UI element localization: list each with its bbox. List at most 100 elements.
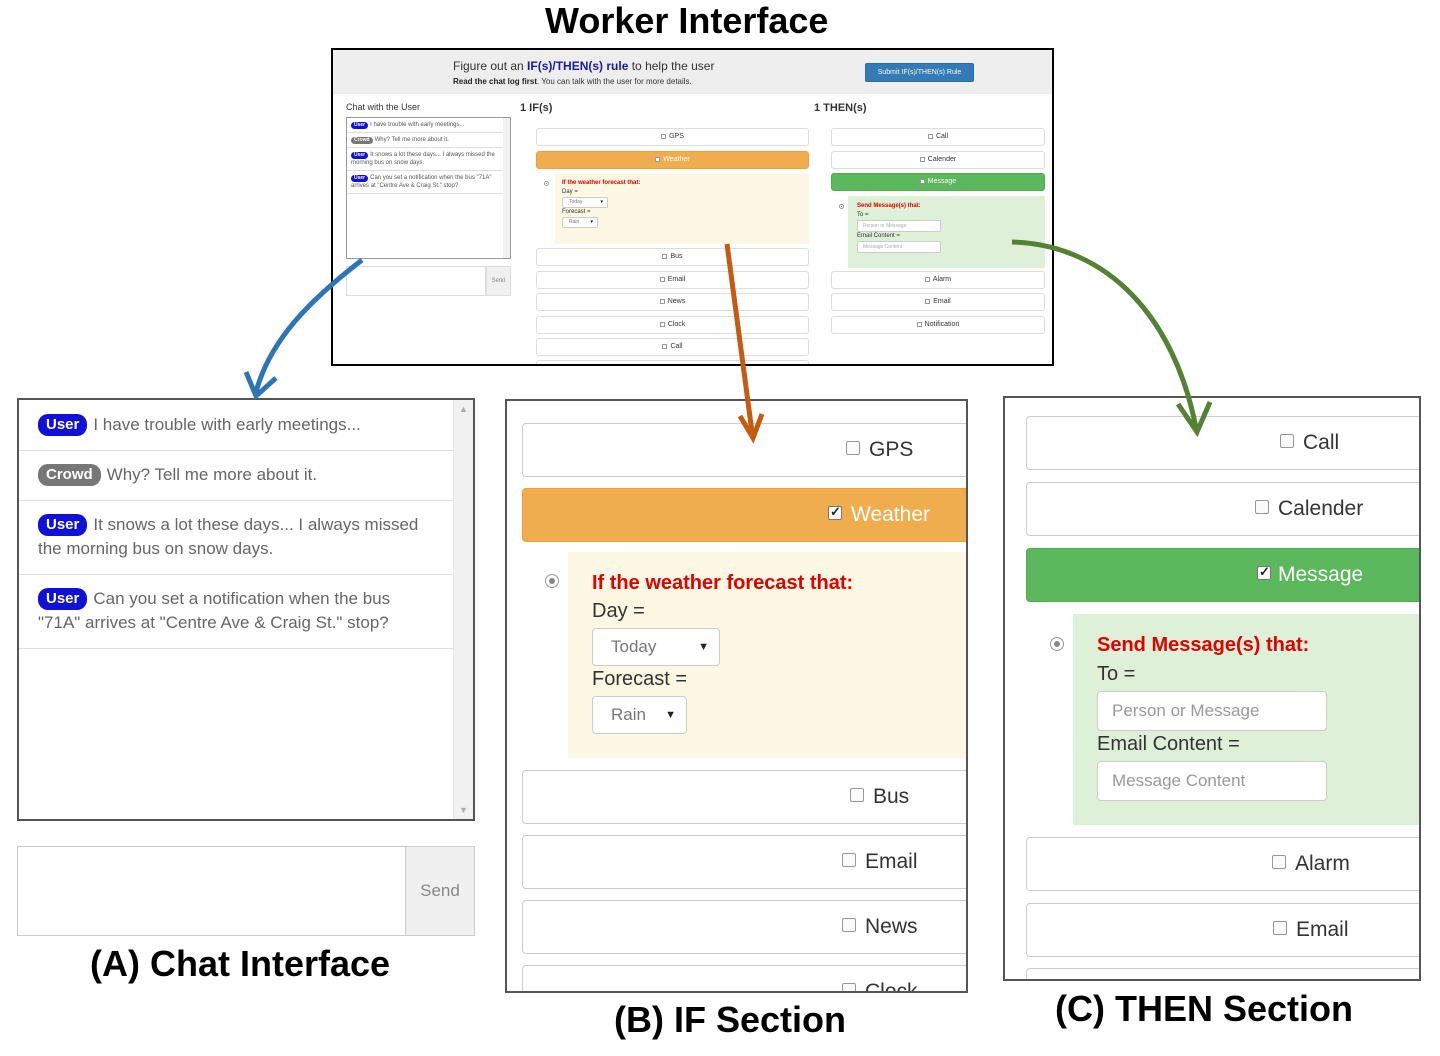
submit-rule-button[interactable]: Submit IF(s)/THEN(s) Rule [865,63,974,82]
message-text: Can you set a notification when the bus … [38,589,391,632]
then-option-call[interactable]: Call [831,128,1045,146]
news-checkbox[interactable] [842,918,856,932]
then-option-calender[interactable]: Calender [1026,482,1419,536]
if-weather-form: If the weather forecast that: Day = Toda… [555,173,809,244]
dropdown-caret-icon: ▼ [698,641,709,653]
then-radio[interactable] [839,204,844,209]
if-radio[interactable] [544,181,549,186]
user-badge: User [38,588,88,610]
form-title: If the weather forecast that: [592,572,854,594]
then-option-alarm[interactable]: Alarm [1026,837,1419,891]
if-section-title: 1 IF(s) [520,102,553,114]
scroll-down-icon[interactable]: ▼ [459,805,468,815]
user-badge: User [38,414,88,436]
worker-interface-screenshot: Figure out an IF(s)/THEN(s) rule to help… [331,48,1054,366]
worker-instruction: Figure out an IF(s)/THEN(s) rule to help… [453,59,715,73]
if-arrow-head [737,413,765,444]
caption-if-section: (B) IF Section [614,999,846,1040]
then-section-title: 1 THEN(s) [814,102,867,114]
alarm-checkbox[interactable] [1272,855,1286,869]
email-checkbox[interactable] [1273,921,1287,935]
clock-checkbox[interactable] [842,983,856,991]
chat-message: Crowd Why? Tell me more about it. [19,451,455,501]
if-arrow [724,243,755,433]
message-text: It snows a lot these days... I always mi… [38,515,419,558]
then-option-calender[interactable]: Calender [831,151,1045,169]
then-message-form: Send Message(s) that: To = Person or Mes… [848,196,1045,268]
if-option-news[interactable]: News [522,900,966,954]
crowd-badge: Crowd [38,464,101,486]
weather-condition-form: If the weather forecast that: Day = Toda… [568,552,966,758]
worker-send-button[interactable]: Send [486,266,511,296]
if-option-weather[interactable]: Weather [522,488,966,542]
caption-then-section: (C) THEN Section [1055,988,1354,1029]
message-text: I have trouble with early meetings... [93,415,361,434]
day-label: Day = [592,600,645,622]
rule-highlight: IF(s)/THEN(s) rule [527,59,629,73]
chat-arrow-head [243,371,278,401]
send-button[interactable]: Send [405,846,475,936]
message-text: Why? Tell me more about it. [106,465,318,484]
chat-scrollbar[interactable] [503,118,510,258]
if-section-panel: GPS Weather If the weather forecast that… [505,399,968,993]
dropdown-caret-icon: ▼ [665,709,676,721]
scroll-up-icon[interactable]: ▲ [459,404,468,414]
chat-log-panel[interactable]: User I have trouble with early meetings..… [17,398,475,821]
chat-label: Chat with the User [346,102,421,112]
then-option-call[interactable]: Call [1026,416,1419,470]
gps-checkbox[interactable] [846,441,860,455]
forecast-select[interactable]: Rain▼ [592,696,687,734]
if-option-weather[interactable]: Weather [536,151,809,169]
to-input[interactable]: Person or Message [1097,691,1327,731]
then-option-partial [1026,968,1419,979]
email-content-label: Email Content = [1097,733,1240,755]
to-label: To = [1097,663,1136,685]
then-option-message[interactable]: Message [831,173,1045,191]
calender-checkbox[interactable] [1255,500,1269,514]
day-select[interactable]: Today▼ [592,628,720,666]
if-option-clock[interactable]: Clock [522,965,966,991]
forecast-label: Forecast = [592,668,688,690]
weather-checkbox[interactable] [828,501,842,523]
if-option-email[interactable]: Email [522,835,966,889]
chat-scrollbar[interactable]: ▲ ▼ [453,400,473,819]
if-option-bus[interactable]: Bus [522,770,966,824]
email-checkbox[interactable] [842,853,856,867]
message-action-form: Send Message(s) that: To = Person or Mes… [1073,614,1419,825]
form-title: Send Message(s) that: [1097,634,1310,656]
if-option-news[interactable]: News [536,293,809,311]
message-checkbox[interactable] [1257,561,1271,583]
then-option-notification[interactable]: Notification [831,316,1045,334]
then-option-email[interactable]: Email [831,293,1045,311]
email-content-input[interactable]: Message Content [1097,761,1327,801]
chat-message-input[interactable] [17,846,405,936]
then-arrow-head [1175,401,1213,438]
bus-checkbox[interactable] [850,788,864,802]
user-badge: User [38,514,88,536]
if-option-partial [536,360,809,364]
then-option-message[interactable]: Message [1026,548,1419,602]
then-option-email[interactable]: Email [1026,903,1419,957]
chat-arrow [253,258,364,393]
call-checkbox[interactable] [1280,434,1294,448]
chat-message: User I have trouble with early meetings..… [19,400,455,451]
if-option-email[interactable]: Email [536,271,809,289]
if-radio[interactable] [545,574,559,588]
worker-interface-title: Worker Interface [545,0,829,41]
if-option-gps[interactable]: GPS [536,128,809,146]
then-radio[interactable] [1050,637,1064,651]
then-section-panel: Call Calender Message Send Message(s) th… [1003,396,1421,981]
if-option-bus[interactable]: Bus [536,248,809,266]
worker-chat-input[interactable] [346,266,486,296]
then-arrow [1011,239,1199,429]
worker-subinstruction: Read the chat log first. You can talk wi… [453,77,692,86]
then-option-alarm[interactable]: Alarm [831,271,1045,289]
